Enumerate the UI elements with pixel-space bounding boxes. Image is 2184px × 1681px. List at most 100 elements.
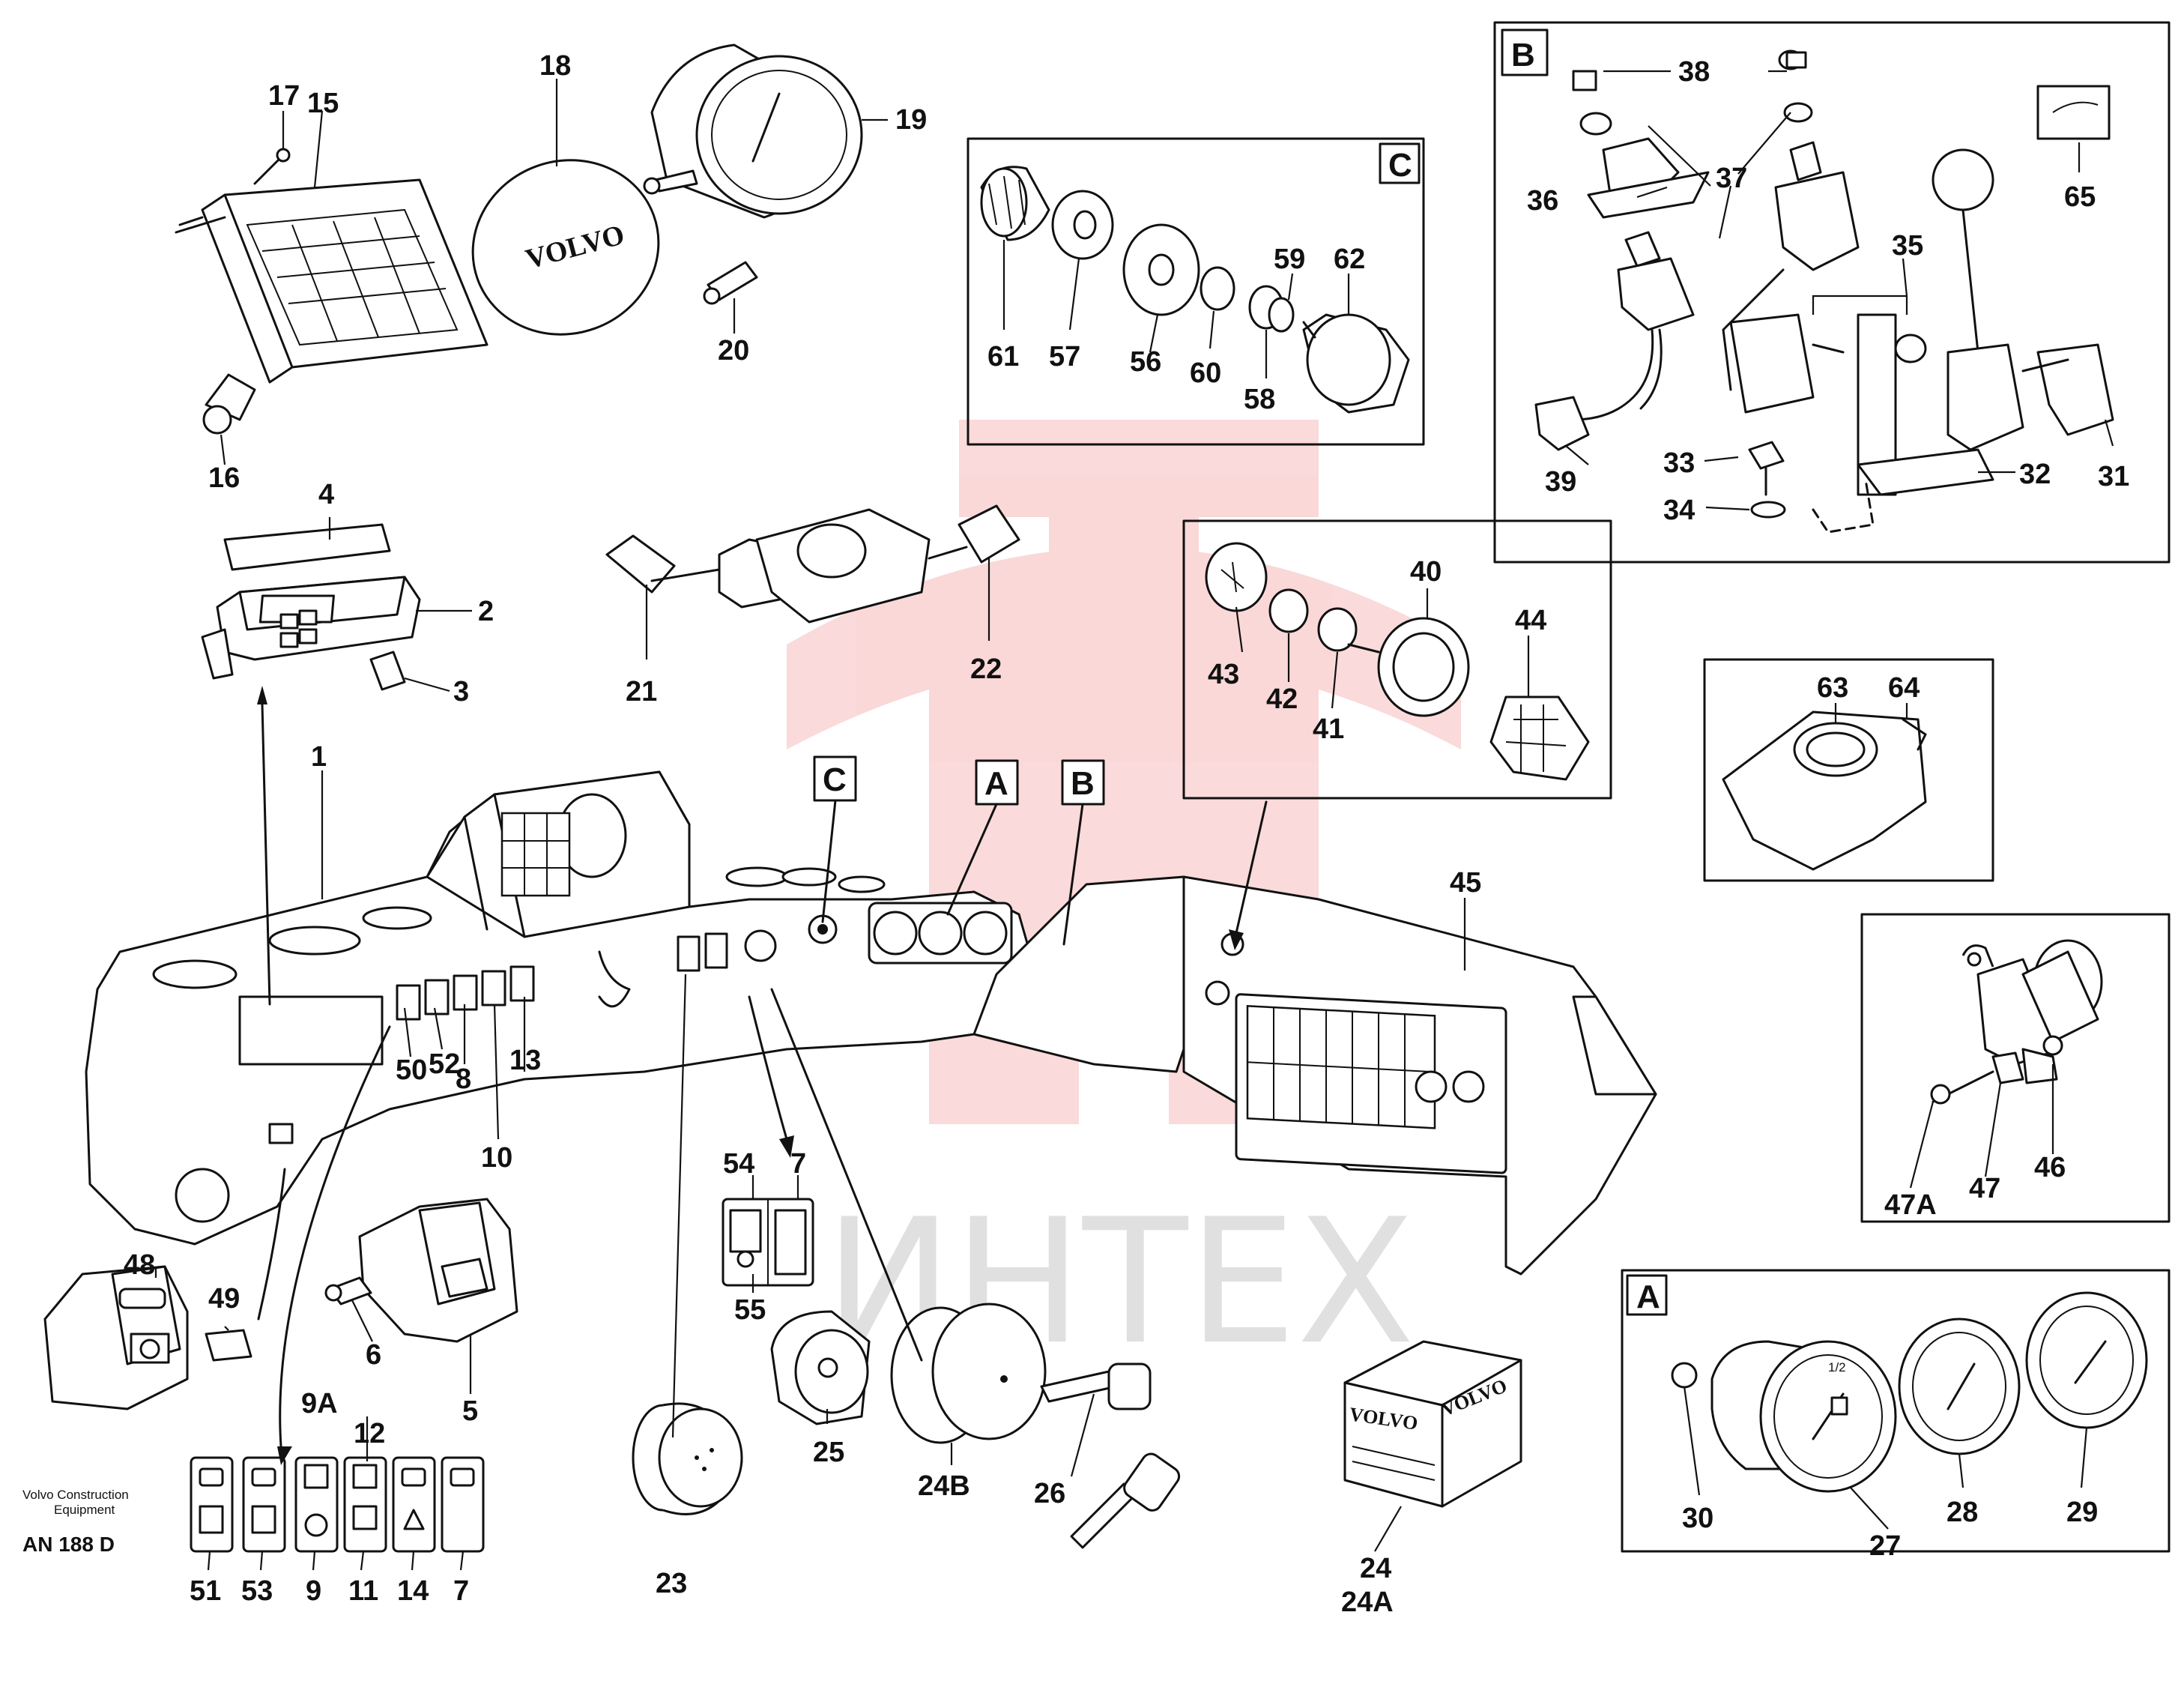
callout-7-mid: 7 [790,1148,806,1180]
callout-24b: 24B [918,1470,970,1502]
leader-lines [154,70,2114,1571]
callout-57: 57 [1049,341,1080,372]
bulb-16 [202,373,256,435]
switch-pair-54-7 [722,1198,814,1287]
footer-company-line1: Volvo Construction [22,1488,129,1502]
callout-61: 61 [987,341,1019,372]
callout-47a: 47A [1884,1189,1937,1221]
callout-3: 3 [453,676,469,707]
footer-company-line2: Equipment [54,1503,115,1517]
gauge-cover-18: VOLVO [471,159,660,336]
callout-39: 39 [1545,466,1576,498]
callout-29: 29 [2066,1497,2098,1528]
detail-box-46-47 [1860,913,2171,1223]
callout-51: 51 [190,1575,221,1607]
callout-52: 52 [429,1048,460,1080]
callout-44: 44 [1515,605,1546,636]
callout-13: 13 [509,1045,541,1076]
callout-33: 33 [1663,447,1695,479]
callout-41: 41 [1313,713,1344,745]
callout-27: 27 [1869,1530,1901,1562]
rocker-switch-48 [43,1265,189,1410]
callout-45: 45 [1450,867,1481,899]
callout-23: 23 [656,1568,687,1599]
callout-31: 31 [2098,461,2129,492]
detail-box-c-label: C [1388,147,1412,184]
detail-box-a-label: A [1636,1279,1660,1315]
callout-64: 64 [1888,672,1920,704]
callout-63: 63 [1817,672,1848,704]
dashboard-right-wing [972,875,1657,1276]
footer-block: Volvo Construction Equipment AN 188 D [22,1488,129,1556]
callout-46: 46 [2034,1152,2066,1183]
callout-10: 10 [481,1142,512,1174]
callout-65: 65 [2064,181,2096,213]
callout-18: 18 [539,50,571,82]
callout-43: 43 [1208,659,1239,690]
callout-19: 19 [895,104,927,136]
callout-21: 21 [626,676,657,707]
callout-4: 4 [318,479,334,510]
callout-37: 37 [1716,163,1747,194]
callout-38: 38 [1678,56,1710,88]
callout-49: 49 [208,1283,240,1315]
callout-6: 6 [366,1339,381,1371]
callout-30: 30 [1682,1503,1713,1534]
gauge-scale-label: 1/2 [1828,1360,1846,1374]
callout-56: 56 [1130,346,1161,378]
callout-24a: 24A [1341,1587,1394,1618]
bulb-20 [703,261,758,305]
callout-9a: 9A [301,1388,338,1419]
callout-32: 32 [2019,459,2051,490]
section-tag-a: A [984,765,1008,802]
detail-box-63-64 [1703,658,1994,882]
callout-53: 53 [241,1575,273,1607]
switch-symbol-row [190,1456,485,1553]
callout-16: 16 [208,462,240,494]
footer-drawing-code: AN 188 D [22,1533,115,1556]
knob-3 [369,651,406,691]
detail-box-fan [1182,519,1612,800]
callout-5: 5 [462,1395,478,1427]
detail-box-c: C [967,137,1425,446]
callout-54: 54 [723,1148,754,1180]
callout-2: 2 [478,596,494,627]
callout-12: 12 [354,1418,385,1449]
combi-switch [605,504,1020,624]
callout-62: 62 [1334,244,1365,275]
callout-26: 26 [1034,1478,1065,1509]
callout-24: 24 [1360,1553,1391,1584]
callout-9: 9 [306,1575,321,1607]
callout-8: 8 [456,1063,471,1095]
instrument-panel-15 [175,178,488,384]
climate-panel-2 [201,576,421,680]
bulb-6 [324,1276,372,1306]
callout-20: 20 [718,335,749,366]
callout-42: 42 [1266,683,1298,715]
callout-36: 36 [1527,185,1558,217]
callout-14: 14 [397,1575,429,1607]
detail-box-b: B [1493,21,2171,564]
rocker-switch-5 [358,1198,518,1343]
callout-55: 55 [734,1294,766,1326]
section-tag-c: C [823,761,847,798]
section-tags: C A B [813,755,1105,806]
section-tag-b: B [1071,765,1095,802]
callout-7: 7 [453,1575,469,1607]
lens-49 [205,1329,252,1362]
callout-22: 22 [970,654,1002,685]
callout-60: 60 [1190,357,1221,389]
dashboard-panel [85,770,1035,1246]
horn-23 [632,1402,743,1515]
callout-15: 15 [307,88,339,119]
callout-47: 47 [1969,1173,2000,1204]
callout-28: 28 [1946,1497,1978,1528]
switch-cover-24b [890,1303,1047,1444]
callout-48: 48 [124,1249,155,1281]
volvo-pack-24: VOLVO VOLVO [1343,1340,1522,1508]
callout-1: 1 [311,741,327,773]
starter-switch-25 [770,1310,871,1425]
callout-58: 58 [1244,384,1275,415]
callout-17: 17 [268,80,300,112]
